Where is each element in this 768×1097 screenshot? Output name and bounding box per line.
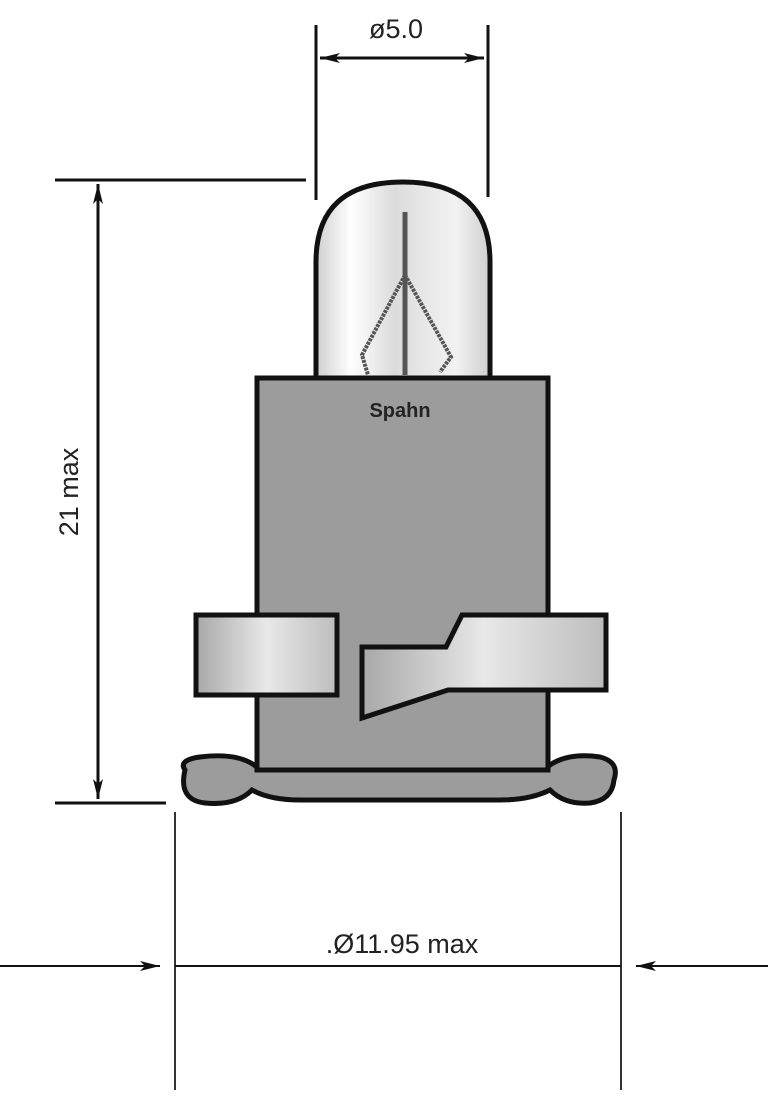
lamp-base: Spahn (180, 375, 618, 806)
filament (359, 274, 454, 376)
base-body (254, 375, 551, 773)
left-clip (193, 612, 340, 698)
base-flange (180, 753, 618, 806)
bulb-diameter-label: ø5.0 (369, 14, 423, 44)
glass-bulb (313, 179, 493, 378)
bulb-diameter-dimension: ø5.0 (314, 14, 490, 200)
height-label: 21 max (54, 447, 84, 536)
right-clip (359, 612, 609, 722)
brand-label: Spahn (369, 400, 430, 422)
base-diameter-dimension: .Ø11.95 max (0, 812, 768, 1090)
base-diameter-label: .Ø11.95 max (326, 929, 479, 959)
height-dimension: 21 max (54, 178, 306, 805)
